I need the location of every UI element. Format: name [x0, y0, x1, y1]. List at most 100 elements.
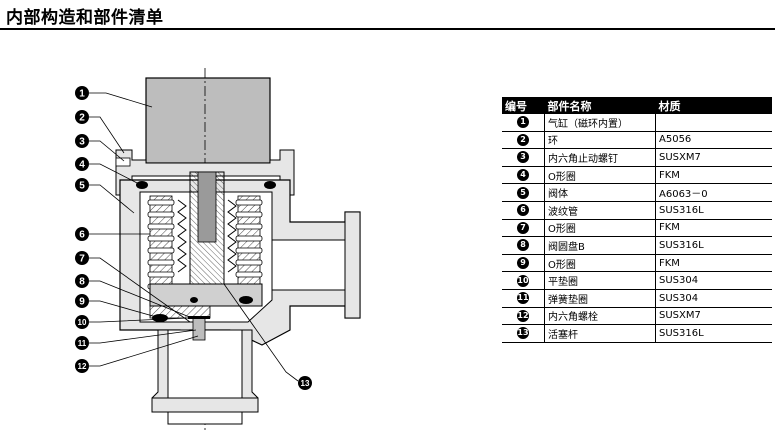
callout-5: 5 [75, 178, 89, 192]
part-number-badge: 11 [517, 292, 529, 305]
part-name: 内六角螺栓 [544, 307, 656, 326]
part-name: 活塞杆 [544, 324, 656, 343]
bottom-flange [151, 397, 259, 413]
part-name: 波纹管 [544, 201, 656, 220]
header-material: 材质 [655, 97, 772, 114]
part-name: O形圈 [544, 254, 656, 273]
callout-2: 2 [75, 110, 89, 124]
bellows-right [235, 195, 263, 297]
part-number-badge: 4 [517, 169, 529, 182]
part-material: SUS316L [655, 324, 772, 343]
part-material: SUS304 [655, 271, 772, 290]
bottom-stub [167, 411, 243, 425]
part-name: 平垫圈 [544, 271, 656, 290]
part-number-badge: 9 [517, 257, 529, 270]
part-name: 弹簧垫圈 [544, 289, 656, 308]
flat-washer [188, 316, 210, 319]
svg-text:2: 2 [79, 113, 85, 124]
part-number-badge: 8 [517, 239, 529, 252]
part-material: FKM [655, 219, 772, 238]
part-material: A5056 [655, 131, 772, 150]
part-material: A6063－0 [655, 183, 772, 202]
part-material: FKM [655, 166, 772, 185]
callout-4: 4 [75, 157, 89, 171]
rod-core [197, 171, 217, 243]
o-ring-top-right [264, 181, 276, 189]
svg-text:6: 6 [79, 230, 85, 241]
svg-text:8: 8 [79, 277, 85, 288]
o-ring-disk [239, 296, 253, 304]
part-name: 阀体 [544, 183, 656, 202]
header-no: 编号 [502, 97, 545, 114]
callout-1: 1 [75, 86, 89, 100]
svg-text:1: 1 [79, 89, 85, 100]
valve-cross-section-diagram: 1 2 3 4 5 6 7 8 9 10 11 12 13 [75, 68, 361, 430]
set-screw [115, 157, 131, 167]
svg-text:9: 9 [79, 297, 85, 308]
side-port [271, 239, 346, 291]
part-material: SUSXM7 [655, 307, 772, 326]
svg-text:7: 7 [79, 254, 85, 265]
part-name: O形圈 [544, 166, 656, 185]
part-material: FKM [655, 254, 772, 273]
callout-10: 10 [75, 315, 89, 329]
part-material: SUS316L [655, 201, 772, 220]
part-number-badge: 12 [517, 309, 529, 322]
table-row: 1 气缸（磁环内置） [502, 114, 772, 132]
part-name: 气缸（磁环内置） [544, 114, 656, 132]
callout-11: 11 [75, 336, 89, 350]
svg-text:4: 4 [79, 160, 85, 171]
part-material: SUS316L [655, 236, 772, 255]
callout-3: 3 [75, 134, 89, 148]
part-number-badge: 7 [517, 221, 529, 234]
svg-text:3: 3 [79, 137, 85, 148]
table-header-row: 编号 部件名称 材质 [502, 97, 772, 114]
callout-9: 9 [75, 294, 89, 308]
part-name: 环 [544, 131, 656, 150]
o-ring-inner [190, 297, 198, 303]
svg-text:12: 12 [78, 362, 87, 371]
part-number-badge: 13 [517, 327, 529, 340]
callout-7: 7 [75, 251, 89, 265]
part-name: 内六角止动螺钉 [544, 148, 656, 167]
callout-13: 13 [298, 376, 312, 390]
part-number-badge: 1 [517, 116, 529, 129]
callout-8: 8 [75, 274, 89, 288]
part-number-badge: 3 [517, 151, 529, 164]
part-name: O形圈 [544, 219, 656, 238]
svg-text:5: 5 [79, 181, 85, 192]
leader-lines [89, 92, 299, 382]
o-ring-top-left [136, 181, 148, 189]
side-flange [344, 211, 361, 319]
part-material: SUS304 [655, 289, 772, 308]
svg-text:13: 13 [301, 379, 310, 388]
part-name: 阀圆盘B [544, 236, 656, 255]
part-material [655, 114, 772, 132]
callout-6: 6 [75, 227, 89, 241]
part-number-badge: 6 [517, 204, 529, 217]
part-material: SUSXM7 [655, 148, 772, 167]
part-number-badge: 10 [517, 274, 529, 287]
callout-12: 12 [75, 359, 89, 373]
inner-spring [177, 199, 237, 273]
svg-text:10: 10 [78, 318, 87, 327]
page-title: 内部构造和部件清单 [6, 8, 164, 28]
header-name: 部件名称 [544, 97, 656, 114]
title-underline [0, 28, 775, 30]
svg-text:11: 11 [78, 339, 87, 348]
part-number-badge: 5 [517, 186, 529, 199]
part-number-badge: 2 [517, 133, 529, 146]
cylinder [145, 77, 271, 164]
